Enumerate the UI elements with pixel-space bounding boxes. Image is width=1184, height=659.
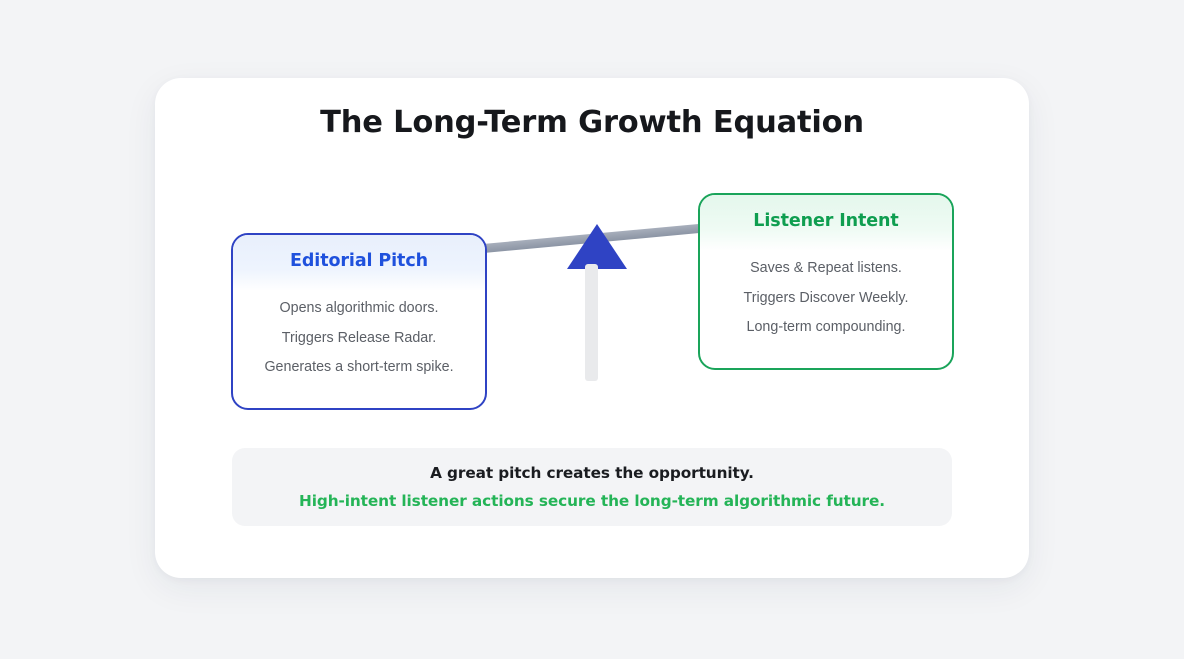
concept-bullet: Long-term compounding. bbox=[746, 319, 906, 336]
concept-bullet: Triggers Discover Weekly. bbox=[743, 289, 909, 306]
concept-card-body: Saves & Repeat listens. Triggers Discove… bbox=[700, 251, 952, 343]
support-post-icon bbox=[585, 264, 598, 381]
concept-card-heading: Listener Intent bbox=[700, 195, 952, 251]
concept-bullet: Saves & Repeat listens. bbox=[750, 260, 902, 276]
concept-card-editorial-pitch[interactable]: Editorial Pitch Opens algorithmic doors.… bbox=[231, 233, 487, 410]
concept-card-body: Opens algorithmic doors. Triggers Releas… bbox=[233, 291, 485, 383]
page-title: The Long-Term Growth Equation bbox=[320, 105, 864, 140]
concept-bullet: Generates a short-term spike. bbox=[264, 359, 454, 376]
triangle-fulcrum-icon bbox=[567, 224, 627, 269]
summary-line-primary: A great pitch creates the opportunity. bbox=[430, 464, 754, 482]
balance-beam-icon bbox=[477, 223, 705, 254]
concept-bullet: Triggers Release Radar. bbox=[281, 329, 437, 346]
concept-card-heading: Editorial Pitch bbox=[233, 235, 485, 291]
summary-line-highlight: High-intent listener actions secure the … bbox=[299, 492, 885, 510]
slide-card: The Long-Term Growth Equation Editorial … bbox=[155, 78, 1029, 578]
concept-card-listener-intent[interactable]: Listener Intent Saves & Repeat listens. … bbox=[698, 193, 954, 370]
summary-callout: A great pitch creates the opportunity. H… bbox=[232, 448, 952, 526]
concept-bullet: Opens algorithmic doors. bbox=[279, 300, 439, 316]
